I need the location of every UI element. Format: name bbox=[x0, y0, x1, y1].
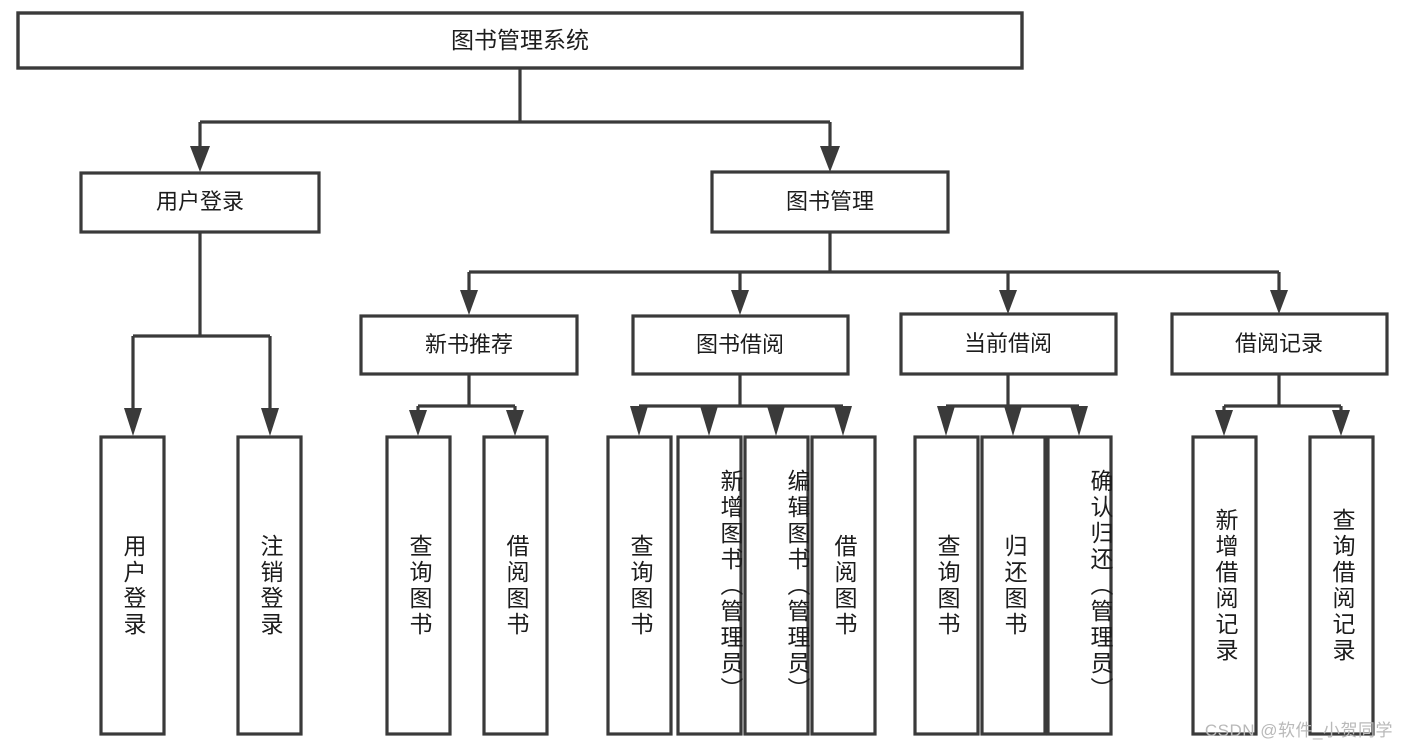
arrow-head-leaf-user-login bbox=[124, 408, 142, 436]
leaf-box-add-record[interactable] bbox=[1191, 435, 1258, 736]
node-borrow-record-box[interactable] bbox=[1170, 312, 1389, 376]
arrow-head-leaf-borrow-book-1 bbox=[506, 410, 524, 436]
node-book-borrow[interactable]: 图书借阅 bbox=[631, 314, 850, 376]
node-book-management[interactable]: 图书管理 bbox=[710, 170, 950, 234]
arrow-head-leaf-edit-book bbox=[767, 406, 785, 436]
arrow-head-leaf-query-record bbox=[1332, 410, 1350, 436]
leaf-box-query-record[interactable] bbox=[1308, 435, 1375, 736]
leaf-box-logout[interactable] bbox=[236, 435, 303, 736]
node-borrow-record-label: 借阅记录 bbox=[1235, 331, 1323, 356]
node-current-borrow-label: 当前借阅 bbox=[964, 331, 1052, 356]
leaf-box-add-book[interactable] bbox=[676, 435, 743, 736]
csdn-watermark: CSDN @软件_小贺同学 bbox=[1204, 721, 1393, 740]
leaf-box-query-book-1[interactable] bbox=[385, 435, 452, 736]
node-current-borrow[interactable]: 当前借阅 bbox=[899, 312, 1118, 376]
node-root-box[interactable] bbox=[16, 11, 1024, 70]
leaf-box-borrow-book-1[interactable] bbox=[482, 435, 549, 736]
node-book-management-box[interactable] bbox=[710, 170, 950, 234]
node-borrow-record[interactable]: 借阅记录 bbox=[1170, 312, 1389, 376]
leaf-layer bbox=[99, 435, 1375, 736]
arrow-head-borrow-record bbox=[1270, 290, 1288, 314]
arrow-head-new-book-rec bbox=[460, 290, 478, 315]
node-book-borrow-label: 图书借阅 bbox=[696, 332, 784, 357]
leaf-box-borrow-book-2[interactable] bbox=[810, 435, 877, 736]
leaf-box-edit-book[interactable] bbox=[743, 435, 810, 736]
node-root[interactable]: 图书管理系统 bbox=[16, 11, 1024, 70]
node-user-login-label: 用户登录 bbox=[156, 189, 244, 214]
connector-layer bbox=[124, 68, 1350, 436]
arrow-head-leaf-query-book-2 bbox=[630, 406, 648, 436]
arrow-head-book-mgmt bbox=[820, 146, 840, 172]
arrow-head-leaf-logout bbox=[261, 408, 279, 436]
arrow-head-leaf-confirm-return bbox=[1070, 406, 1088, 436]
arrow-head-book-borrow bbox=[731, 290, 749, 315]
leaf-box-confirm-return[interactable] bbox=[1046, 435, 1113, 736]
node-new-book-recommend[interactable]: 新书推荐 bbox=[359, 314, 579, 376]
leaf-box-user-login[interactable] bbox=[99, 435, 166, 736]
arrow-head-leaf-add-record bbox=[1215, 410, 1233, 436]
node-book-management-label: 图书管理 bbox=[786, 189, 874, 214]
arrow-head-leaf-borrow-book-2 bbox=[834, 406, 852, 436]
leaf-box-return-book[interactable] bbox=[980, 435, 1047, 736]
arrow-head-leaf-return-book bbox=[1004, 406, 1022, 436]
node-new-book-recommend-box[interactable] bbox=[359, 314, 579, 376]
arrow-head-leaf-query-book-1 bbox=[409, 410, 427, 436]
node-root-label: 图书管理系统 bbox=[451, 27, 589, 53]
node-user-login-box[interactable] bbox=[79, 171, 321, 234]
arrow-head-leaf-query-book-3 bbox=[937, 406, 955, 436]
leaf-box-query-book-2[interactable] bbox=[606, 435, 673, 736]
arrow-head-user-login bbox=[190, 146, 210, 172]
node-current-borrow-box[interactable] bbox=[899, 312, 1118, 376]
arrow-head-leaf-add-book bbox=[700, 406, 718, 436]
leaf-box-query-book-3[interactable] bbox=[913, 435, 980, 736]
node-new-book-recommend-label: 新书推荐 bbox=[425, 332, 513, 357]
arrow-head-current-borrow bbox=[999, 290, 1017, 314]
node-user-login[interactable]: 用户登录 bbox=[79, 171, 321, 234]
node-book-borrow-box[interactable] bbox=[631, 314, 850, 376]
